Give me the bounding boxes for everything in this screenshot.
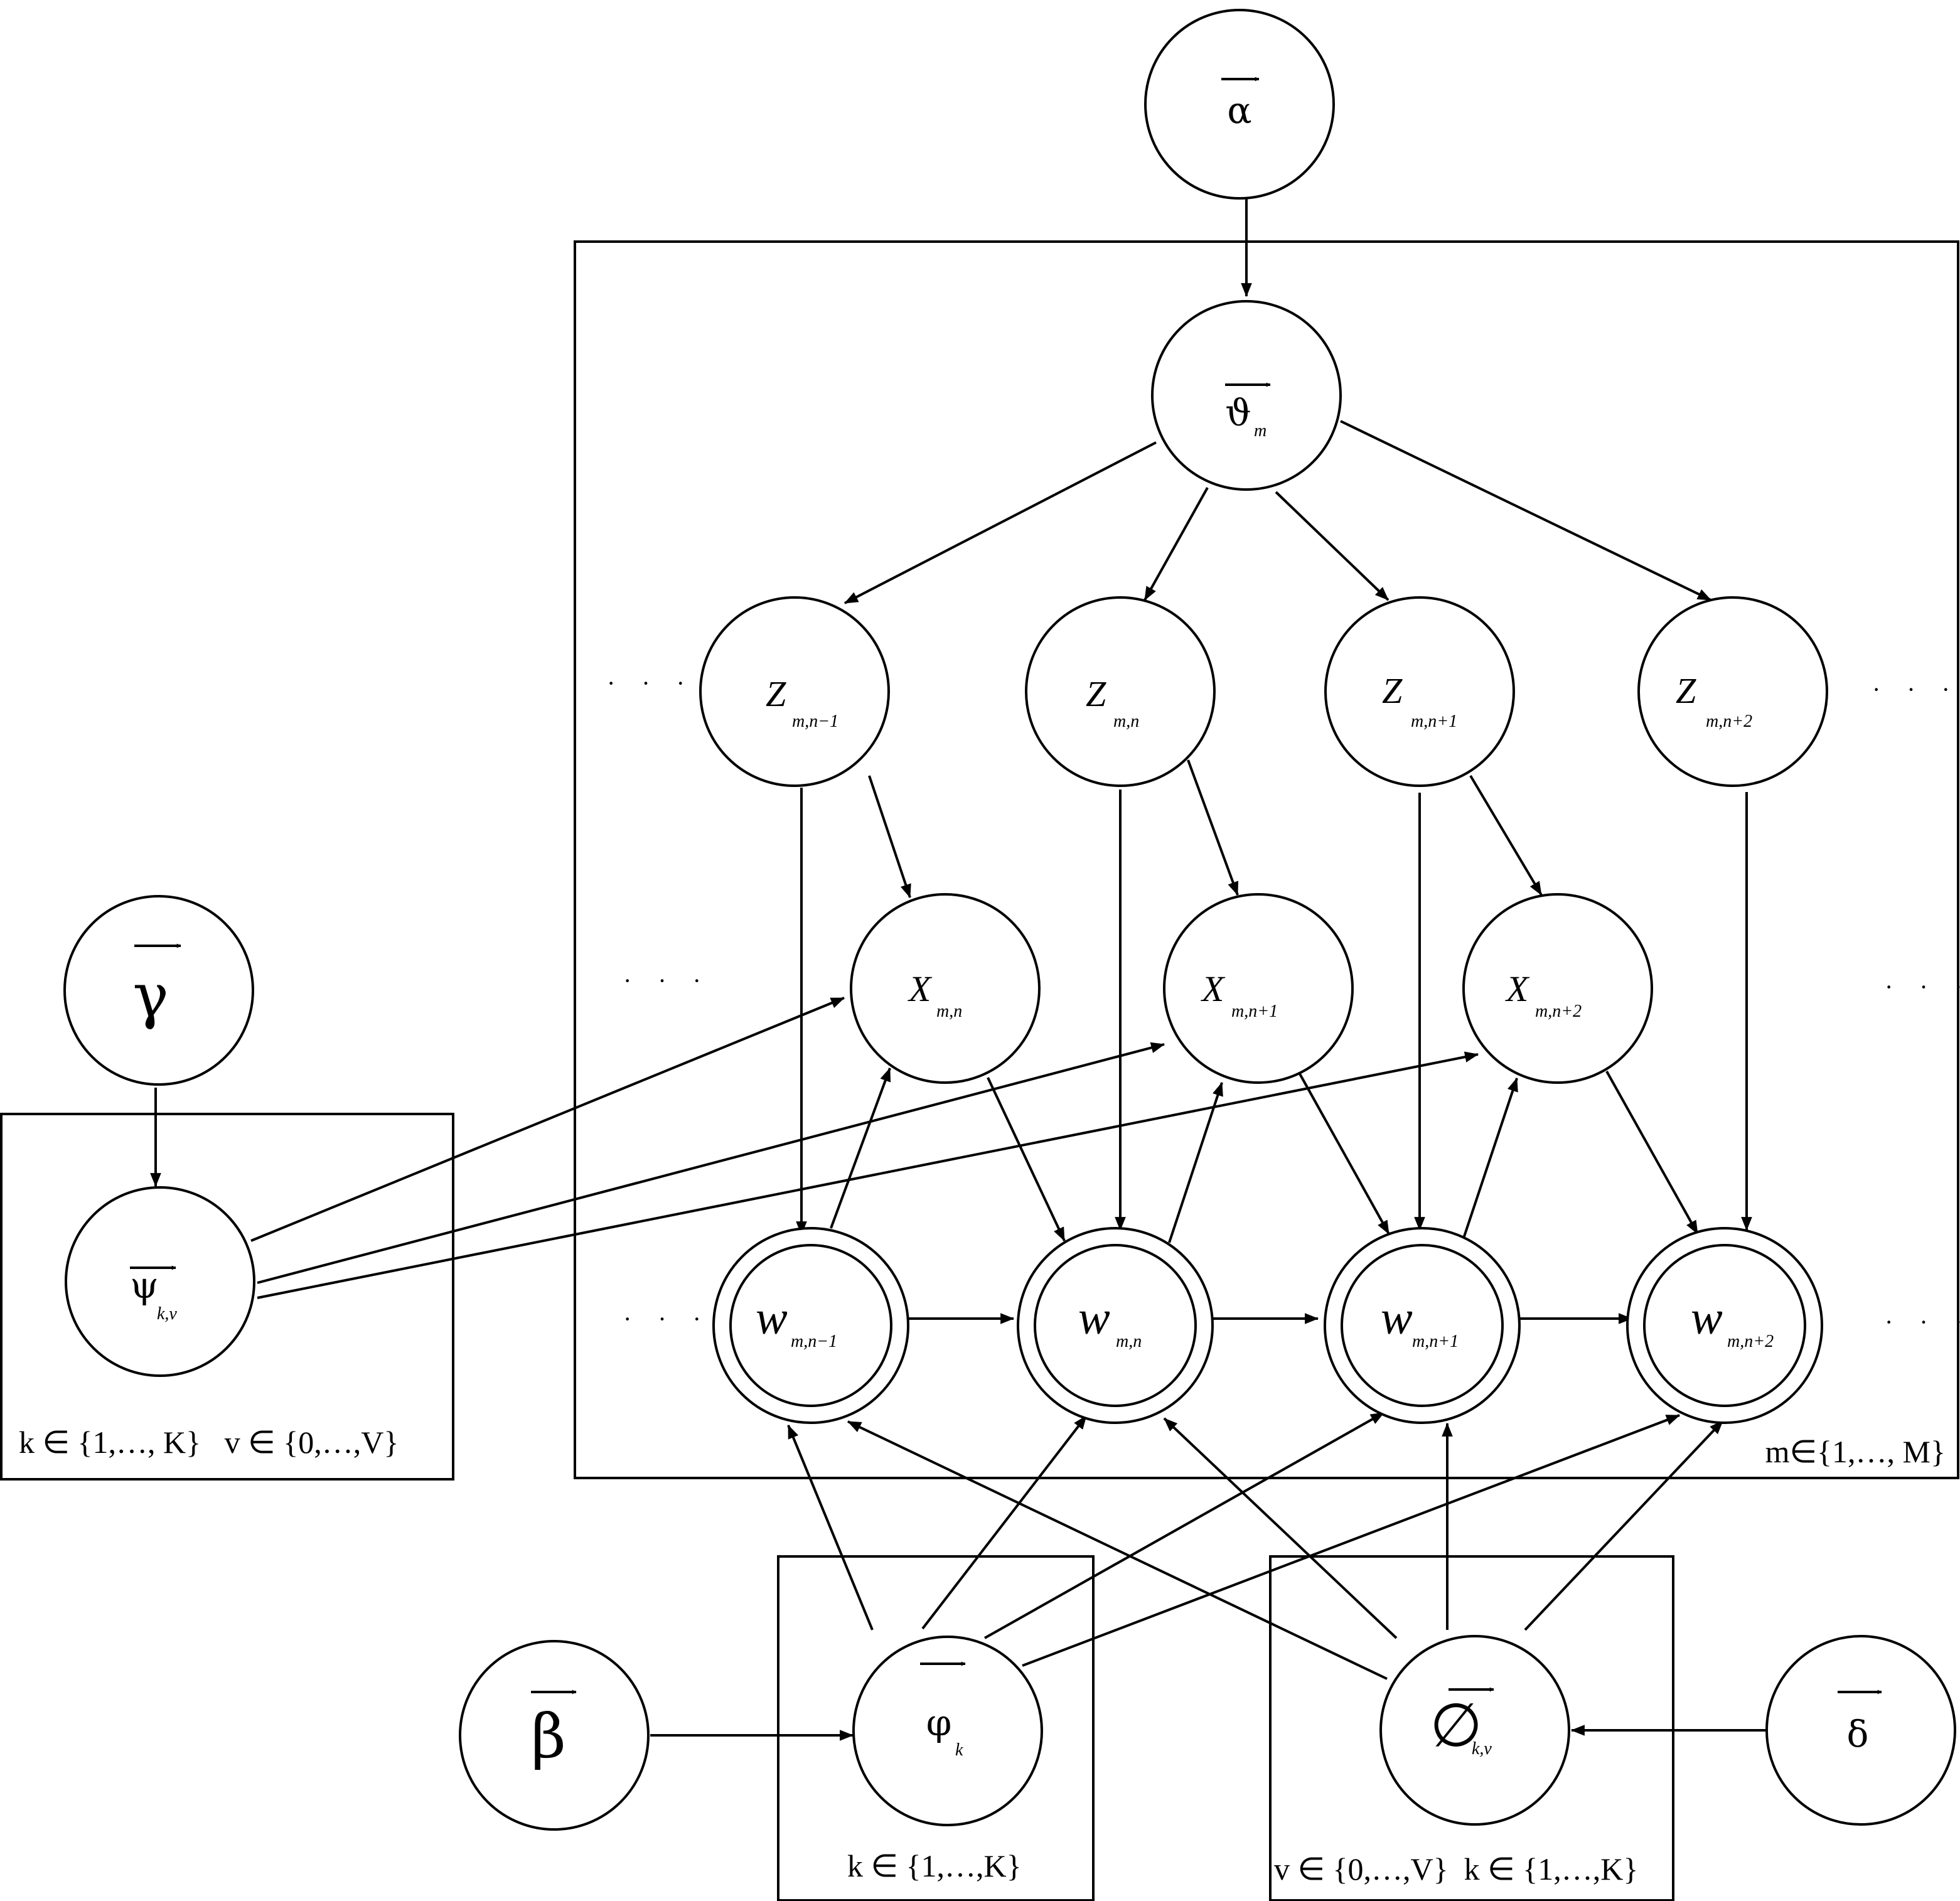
x-subscript: m,n+2 xyxy=(1535,1002,1582,1021)
w-node: w m,n+2 xyxy=(1626,1227,1823,1424)
varphi-plate-label: v ∈ {0,…,V} k ∈ {1,…,K} xyxy=(1274,1851,1638,1887)
z-subscript: m,n+1 xyxy=(1411,712,1457,731)
edge-phi-w2 xyxy=(921,1415,1088,1630)
edge-theta-z3 xyxy=(1275,491,1390,601)
edge-phi-w4 xyxy=(1022,1414,1681,1667)
z-letter: Z xyxy=(1676,670,1696,711)
phi-symbol: φ xyxy=(926,1701,952,1744)
edges xyxy=(150,198,1768,1741)
phi-node: φ k xyxy=(852,1636,1043,1826)
phi-plate xyxy=(777,1555,1095,1901)
edge-phi-w1 xyxy=(787,1424,874,1631)
z-subscript: m,n xyxy=(1113,712,1139,731)
z-node: Z m,n+1 xyxy=(1324,596,1515,787)
w-subscript: m,n+1 xyxy=(1412,1332,1459,1351)
phi-plate-label: k ∈ {1,…,K} xyxy=(847,1848,1022,1883)
x-node: X m,n+1 xyxy=(1163,893,1354,1084)
delta-symbol: δ xyxy=(1847,1713,1869,1755)
edge-w2-x2 xyxy=(1168,1081,1223,1243)
z-letter: Z xyxy=(766,673,786,714)
w-node: w m,n−1 xyxy=(712,1227,909,1424)
delta-node: δ xyxy=(1765,1635,1956,1826)
edge-psi-x1 xyxy=(250,997,845,1242)
varphi-plate xyxy=(1269,1555,1674,1901)
theta-node: ϑ m xyxy=(1151,300,1342,491)
phi-subscript: k xyxy=(955,1740,963,1760)
edge-w3-x3 xyxy=(1462,1077,1518,1239)
varphi-kv-node: ∅ k,v xyxy=(1379,1635,1570,1826)
psi-node: ψ k,v xyxy=(65,1186,255,1377)
psi-plate xyxy=(0,1113,454,1481)
w-node: w m,n+1 xyxy=(1324,1227,1521,1424)
z-node: Z m,n−1 xyxy=(699,596,890,787)
edge-phi-w3 xyxy=(984,1411,1384,1639)
z-letter: Z xyxy=(1086,673,1106,714)
edge-varphi-w1 xyxy=(847,1420,1388,1680)
x-letter: X xyxy=(908,968,933,1009)
x-subscript: m,n xyxy=(936,1002,962,1021)
z-node: Z m,n+2 xyxy=(1637,596,1828,787)
w-subscript: m,n xyxy=(1116,1332,1142,1351)
edge-psi-x3 xyxy=(257,1051,1479,1299)
w-letter: w xyxy=(756,1292,788,1344)
edge-varphi-w2 xyxy=(1163,1417,1398,1639)
edge-varphi-w4 xyxy=(1524,1420,1724,1631)
alpha-node: α xyxy=(1144,9,1335,200)
z-node: Z m,n xyxy=(1025,596,1216,787)
edge-x1-w2 xyxy=(987,1077,1066,1241)
gamma-symbol: γ xyxy=(132,961,168,1031)
varphi-kv-symbol: ∅ xyxy=(1430,1690,1482,1760)
ellipsis-w-right: · · · xyxy=(1885,1308,1960,1336)
edge-x3-w4 xyxy=(1605,1071,1699,1234)
z-subscript: m,n+2 xyxy=(1706,712,1752,731)
ellipsis-w-left: · · · xyxy=(623,1305,711,1333)
alpha-symbol: α xyxy=(1227,89,1251,132)
ellipsis-x-right: · · · xyxy=(1885,973,1960,1001)
w-subscript: m,n−1 xyxy=(791,1332,837,1351)
beta-node: β xyxy=(459,1640,650,1831)
w-letter: w xyxy=(1078,1292,1110,1344)
varphi-kv-subscript: k,v xyxy=(1472,1739,1492,1759)
ellipsis-z-left: · · · xyxy=(607,669,695,697)
edge-z1-x1 xyxy=(868,775,911,899)
edge-theta-z4 xyxy=(1340,420,1711,601)
document-plate-label: m∈{1,…, M} xyxy=(1765,1434,1946,1469)
psi-symbol: ψ xyxy=(130,1264,158,1307)
x-subscript: m,n+1 xyxy=(1231,1002,1278,1021)
edge-x2-w3 xyxy=(1299,1073,1390,1234)
x-node: X m,n+2 xyxy=(1462,893,1653,1084)
w-letter: w xyxy=(1691,1292,1723,1344)
z-subscript: m,n−1 xyxy=(792,712,838,731)
theta-subscript: m xyxy=(1254,421,1267,441)
ellipsis-z-right: · · · xyxy=(1872,675,1960,704)
gamma-node: γ xyxy=(63,895,254,1086)
psi-plate-label: k ∈ {1,…, K} v ∈ {0,…,V} xyxy=(19,1425,399,1460)
z-letter: Z xyxy=(1382,670,1403,711)
edge-z3-x3 xyxy=(1469,774,1543,896)
w-node: w m,n xyxy=(1017,1227,1214,1424)
psi-subscript: k,v xyxy=(157,1304,177,1324)
x-letter: X xyxy=(1201,968,1226,1009)
theta-symbol: ϑ xyxy=(1225,392,1251,434)
edge-psi-x2 xyxy=(257,1042,1165,1284)
edge-theta-z2 xyxy=(1143,487,1209,601)
x-letter: X xyxy=(1505,968,1530,1009)
edge-theta-z1 xyxy=(844,441,1157,604)
edge-w1-x1 xyxy=(830,1067,891,1229)
w-subscript: m,n+2 xyxy=(1727,1332,1774,1351)
x-node: X m,n xyxy=(850,893,1041,1084)
ellipsis-x-left: · · · xyxy=(623,967,711,995)
w-letter: w xyxy=(1381,1292,1413,1344)
beta-symbol: β xyxy=(531,1701,566,1772)
edge-z2-x2 xyxy=(1187,759,1239,896)
